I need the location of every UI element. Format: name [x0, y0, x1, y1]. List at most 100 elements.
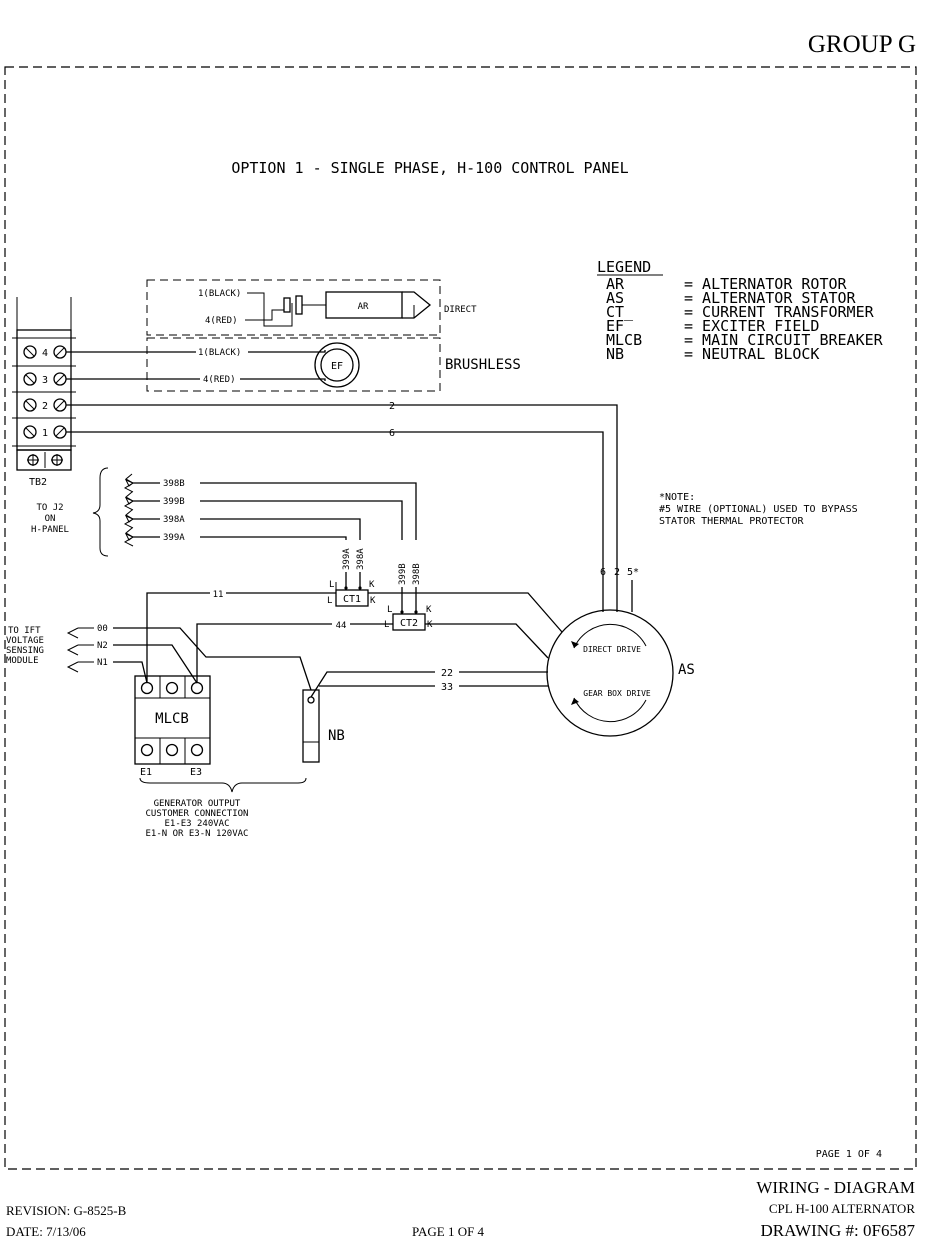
- j2-label-2: ON: [45, 514, 56, 524]
- wire-2-label: 2: [389, 401, 395, 412]
- j2-wire-399b: 399B: [163, 497, 185, 507]
- wire-11-label: 11: [213, 590, 224, 600]
- legend-desc-ar: = ALTERNATOR ROTOR: [684, 275, 848, 293]
- diagram-title: OPTION 1 - SINGLE PHASE, H-100 CONTROL P…: [231, 159, 628, 177]
- j2-label-1: TO J2: [36, 503, 63, 513]
- j2-label-3: H-PANEL: [31, 525, 69, 535]
- wire-n1: [113, 661, 148, 684]
- nb-label: NB: [328, 728, 345, 744]
- sheet-border: [4, 66, 917, 1170]
- exciter-field-ef: [314, 342, 360, 388]
- wire-44-label: 44: [336, 621, 347, 631]
- wire-6: [66, 431, 604, 612]
- output-line-1: GENERATOR OUTPUT: [154, 799, 241, 809]
- wire-22-label: 22: [441, 668, 453, 679]
- ift-connector: [66, 627, 94, 673]
- wire-44: [196, 623, 332, 683]
- footer-date: DATE: 7/13/06: [6, 1224, 86, 1239]
- ift-label-4: MODULE: [6, 656, 39, 666]
- legend-desc-ef: = EXCITER FIELD: [684, 317, 819, 335]
- ct1-l-top: L: [329, 580, 334, 590]
- alternator-stator-as: [546, 609, 674, 737]
- legend-abbr-nb: NB: [606, 345, 624, 363]
- legend-desc-ct: = CURRENT TRANSFORMER: [684, 303, 875, 321]
- note: *NOTE: #5 WIRE (OPTIONAL) USED TO BYPASS…: [659, 492, 858, 527]
- rotor-wire-black-direct: 1(BLACK): [198, 289, 241, 299]
- direct-drive-label: DIRECT DRIVE: [583, 645, 641, 654]
- output-line-3: E1-E3 240VAC: [164, 819, 229, 829]
- footer-title: WIRING - DIAGRAM: [756, 1178, 915, 1197]
- wire-00: [113, 627, 312, 691]
- note-heading: *NOTE:: [659, 492, 695, 503]
- legend-abbr-ct: CT_: [606, 303, 634, 321]
- ct2-wire-398b: 398B: [412, 563, 422, 585]
- ct2-label: CT2: [400, 618, 418, 629]
- wire-22: [310, 671, 435, 698]
- j2-wire-398a: 398A: [163, 515, 185, 525]
- j2-wire-398b: 398B: [163, 479, 185, 489]
- ct2-l-top: L: [387, 605, 392, 615]
- ift-wire-00: 00: [97, 624, 108, 634]
- current-transformer-ct1: [335, 582, 369, 607]
- output-line-2: CUSTOMER CONNECTION: [146, 809, 249, 819]
- legend-heading: LEGEND: [597, 258, 651, 276]
- brushless-label: BRUSHLESS: [445, 357, 521, 373]
- mlcb-label: MLCB: [155, 711, 189, 727]
- ct2-k-top: K: [426, 605, 432, 615]
- ct1-label: CT1: [343, 594, 361, 605]
- legend-desc-nb: = NEUTRAL BLOCK: [684, 345, 819, 363]
- footer-subtitle: CPL H-100 ALTERNATOR: [769, 1201, 915, 1216]
- note-line-1: #5 WIRE (OPTIONAL) USED TO BYPASS: [659, 504, 858, 515]
- legend-abbr-mlcb: MLCB: [606, 331, 642, 349]
- wire-11: [146, 592, 210, 683]
- note-line-2: STATOR THERMAL PROTECTOR: [659, 516, 804, 527]
- ift-label-2: VOLTAGE: [6, 636, 44, 646]
- as-lead-2: 2: [614, 567, 620, 578]
- wire-n2: [113, 644, 198, 684]
- ct1-l-side: L: [327, 596, 332, 606]
- legend: LEGEND AR = ALTERNATOR ROTOR AS = ALTERN…: [597, 258, 884, 363]
- as-lead-5: 5*: [627, 567, 639, 578]
- ar-label: AR: [358, 302, 369, 312]
- legend-abbr-as: AS: [606, 289, 624, 307]
- rotor-wire-red-direct: 4(RED): [205, 316, 238, 326]
- ct1-k-top: K: [369, 580, 375, 590]
- ct2-wire-399b: 399B: [398, 563, 408, 585]
- output-brace: [139, 777, 307, 793]
- brushless-rotor-box: [146, 337, 441, 392]
- wire-4-red-label: 4(RED): [203, 375, 236, 385]
- as-lead-6: 6: [600, 567, 606, 578]
- neutral-block-nb: [302, 689, 320, 763]
- e1-label: E1: [140, 767, 152, 778]
- inner-page-number: PAGE 1 OF 4: [816, 1149, 882, 1160]
- ift-label-1: TO IFT: [8, 626, 41, 636]
- ct1-k-side: K: [370, 596, 376, 606]
- wire-33-label: 33: [441, 682, 453, 693]
- ct2-l-side: L: [384, 620, 389, 630]
- ct1-wire-398a: 398A: [356, 548, 366, 570]
- j2-wire-399a: 399A: [163, 533, 185, 543]
- terminal-4-label: 4: [42, 348, 48, 359]
- footer-page: PAGE 1 OF 4: [412, 1224, 485, 1239]
- legend-desc-mlcb: = MAIN CIRCUIT BREAKER: [684, 331, 884, 349]
- main-circuit-breaker-mlcb: [134, 675, 211, 765]
- ift-wire-n1: N1: [97, 658, 108, 668]
- ct1-wire-399a: 399A: [342, 548, 352, 570]
- terminal-block-tb2: 4 3 2 1 TB2: [12, 297, 76, 488]
- group-label: GROUP G: [808, 31, 916, 58]
- legend-desc-as: = ALTERNATOR STATOR: [684, 289, 857, 307]
- ift-wire-n2: N2: [97, 641, 108, 651]
- wire-6-label: 6: [389, 428, 395, 439]
- e3-label: E3: [190, 767, 202, 778]
- footer-drawing-number: DRAWING #: 0F6587: [761, 1221, 916, 1240]
- terminal-3-label: 3: [42, 375, 48, 386]
- gear-box-drive-label: GEAR BOX DRIVE: [583, 689, 651, 698]
- ct2-k-side: K: [427, 620, 433, 630]
- legend-abbr-ar: AR: [606, 275, 625, 293]
- ift-label-3: SENSING: [6, 646, 44, 656]
- tb2-label: TB2: [29, 477, 47, 488]
- j2-wires: [124, 479, 417, 541]
- footer-revision: REVISION: G-8525-B: [6, 1203, 127, 1218]
- output-line-4: E1-N OR E3-N 120VAC: [146, 829, 249, 839]
